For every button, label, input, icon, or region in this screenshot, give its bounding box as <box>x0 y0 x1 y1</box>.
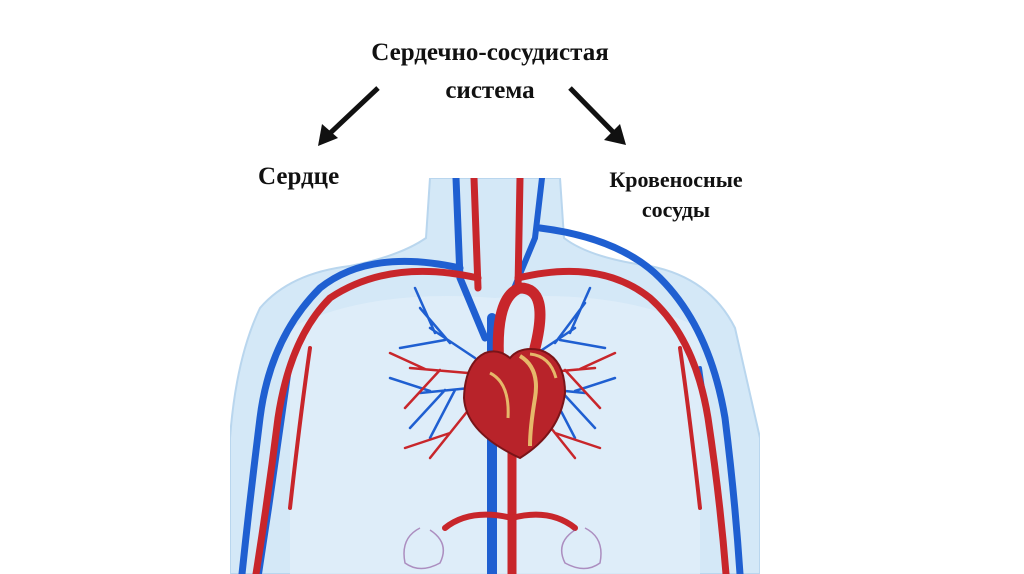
arrow-left-down-icon <box>326 88 378 137</box>
carotid-left <box>474 178 478 288</box>
arrow-right-down-icon <box>570 88 616 135</box>
circulatory-illustration <box>230 178 760 574</box>
carotid-right <box>518 178 520 288</box>
